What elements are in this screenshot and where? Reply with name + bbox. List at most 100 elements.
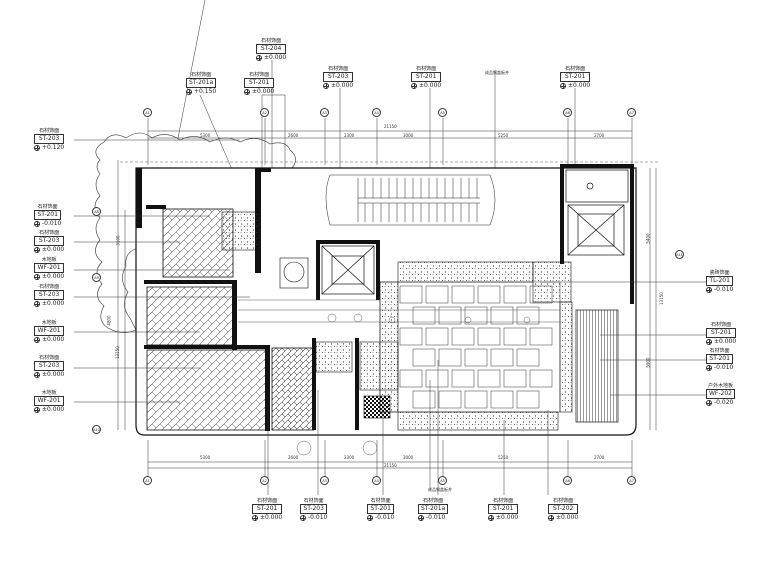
stone-tile [464,390,488,409]
callout-elevation-value: -0.010 [375,514,395,521]
dim-bottom-seg-5: 5250 [498,455,509,460]
callout-elevation-value: -0.010 [714,364,734,371]
callout-title: 户外木地板 [708,383,734,389]
stone-tile [425,369,449,388]
callout-code: ST-201 [367,504,395,514]
callout-elevation-value: ±0.000 [714,338,737,345]
callout-title: 石材饰面 [249,72,270,78]
callout-code: ST-201 [560,72,591,82]
callout-elevation: ±0.000 [560,82,590,90]
grid-bubble-top-1: A1 [143,108,152,117]
callout-elevation-value: ±0.000 [419,82,442,89]
dim-top-seg-2: 2600 [288,133,299,138]
grid-bubble-top-5: A5 [438,108,447,117]
callout-elevation: -0.010 [367,514,394,522]
callout-elevation-value: -0.020 [714,399,734,406]
callout-code: WF-201 [34,326,65,336]
callout-elevation: ±0.000 [252,514,282,522]
dim-top-seg-1: 5300 [200,133,211,138]
callout-code: ST-203 [300,504,328,514]
elevation-marker-icon [706,287,712,293]
stone-tile [490,306,514,325]
stone-tile [490,390,514,409]
stone-tile [412,306,436,325]
elevation-marker-icon [323,83,329,89]
callout-code: ST-201a [418,504,449,514]
elevation-marker-icon [34,372,40,378]
callout-code: WF-202 [706,389,736,399]
callout-code: WF-201 [34,263,65,273]
callout-elevation: ±0.000 [706,338,736,346]
grid-bubble-side-1: A8 [92,207,101,216]
callout-elevation: ±0.000 [323,82,353,90]
callout-elevation: -0.010 [706,286,733,294]
stone-tile [464,306,488,325]
stone-tile [477,369,501,388]
callout-code: ST-203 [34,236,65,246]
callout-elevation-value: ±0.000 [42,246,65,253]
stone-tile [425,285,449,304]
callout-elevation: ±0.000 [34,246,64,254]
elevation-marker-icon [706,365,712,371]
stone-tile [451,327,475,346]
callout-code: WF-201 [34,396,65,406]
callout-code: ST-201 [706,354,734,364]
stone-tile [412,390,436,409]
callout-title: 石材饰面 [261,38,282,44]
elevation-marker-icon [34,407,40,413]
callout-title: 石材饰面 [711,322,732,328]
callout-elevation-value: ±0.000 [331,82,354,89]
callout-elevation-value: ±0.000 [42,336,65,343]
callout-title: 石材饰面 [37,204,58,210]
callout-title: 石材饰面 [39,284,60,290]
callout-elevation: -0.020 [706,399,735,407]
callout-code: ST-201 [252,504,283,514]
stone-tile [503,369,527,388]
callout-elevation-value: -0.010 [308,514,328,521]
callout-title: 石材饰面 [416,66,437,72]
stone-tile [490,348,514,367]
callout-elevation-value: -0.010 [42,220,62,227]
callout-title: 石材饰面 [370,498,391,504]
grid-bubble-bottom-4: A4 [372,476,381,485]
stone-tile [399,369,423,388]
dim-bottom-seg-1: 5300 [200,455,211,460]
stone-tile [451,369,475,388]
callout-elevation-value: ±0.000 [252,88,275,95]
callout-elevation-value: ±0.000 [556,514,579,521]
callout-elevation: +0.150 [186,88,216,96]
callout-elevation: ±0.000 [34,406,64,414]
callout-elevation-value: ±0.000 [42,273,65,280]
callout-title: 木地板 [41,320,57,326]
stone-tile [529,327,553,346]
stone-tile [516,348,540,367]
callout-code: ST-201 [706,328,737,338]
callout-code: ST-201 [411,72,442,82]
callout-elevation: ±0.000 [256,54,286,62]
callout-elevation-value: ±0.000 [496,514,519,521]
stone-tile [503,327,527,346]
callout-elevation-value: -0.010 [426,514,446,521]
dim-left-3: 13150 [114,346,120,359]
dim-bottom-seg-2: 2600 [288,455,299,460]
callout-elevation: ±0.000 [548,514,578,522]
elevation-marker-icon [706,400,712,406]
callout-title: 石材饰面 [553,498,574,504]
dim-left-1: 3100 [115,235,121,246]
stone-tile [477,327,501,346]
dim-bottom-seg-3: 2300 [344,455,355,460]
callout-elevation-value: -0.010 [714,286,734,293]
